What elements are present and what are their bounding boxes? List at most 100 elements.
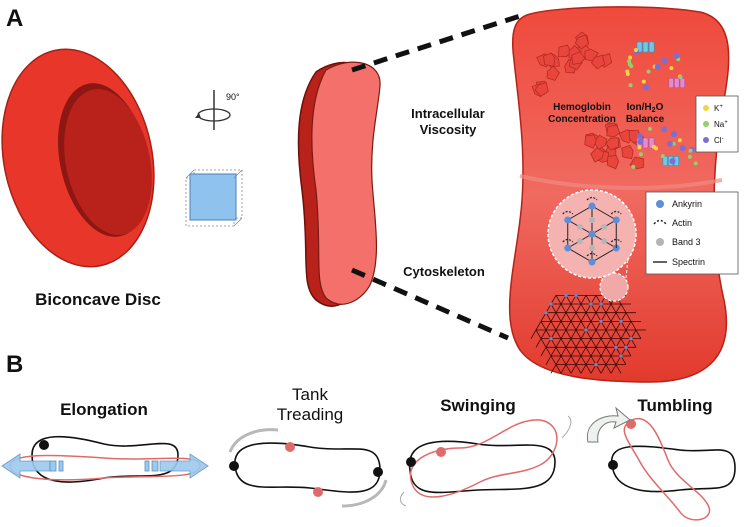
ion-particle [636, 133, 643, 139]
spectrin-segment [530, 329, 546, 339]
ion-particle [629, 64, 634, 69]
panel-a-letter: A [6, 5, 23, 32]
band3-dot [589, 217, 595, 223]
spectrin-segment [570, 364, 586, 374]
spectrin-segment [620, 346, 636, 357]
ion-particle [688, 148, 693, 153]
hemoglobin-molecule-icon [606, 154, 620, 170]
intracellular-label-2: Viscosity [420, 122, 478, 137]
hemoglobin-molecule-icon [558, 44, 572, 58]
ion-particle [660, 154, 665, 159]
spectrin-line [567, 205, 593, 221]
hemoglobin-molecule-icon [606, 124, 621, 138]
ankyrin-dot [564, 293, 568, 297]
elongation-label: Elongation [60, 400, 148, 419]
ankyrin-dot [588, 258, 596, 266]
hemoglobin-molecule-icon [584, 134, 597, 149]
hemoglobin-molecule-icon [590, 147, 605, 163]
ion-particle [669, 158, 676, 165]
spectrin-segment [580, 364, 596, 374]
spectrin-segment [570, 294, 586, 305]
tank-treading-label-2: Treading [277, 405, 343, 424]
hemoglobin-molecule-icon [590, 54, 606, 70]
ankyrin-dot [589, 302, 593, 306]
ion-particle [631, 164, 636, 169]
ankyrin-dot [564, 244, 572, 252]
spectrin-segment [550, 346, 566, 357]
spectrin-segment [590, 346, 606, 357]
rotation-label: 90° [226, 92, 240, 102]
spectrin-segment [555, 303, 571, 313]
ankyrin-dot [588, 230, 596, 238]
ion-balance-label-2: Balance [626, 114, 665, 125]
spectrin-segment [545, 320, 561, 331]
ion-particle [678, 75, 683, 80]
ion-particle [648, 126, 652, 131]
intracellular-label-1: Intracellular [411, 106, 485, 121]
spectrin-segment [590, 312, 606, 322]
hemoglobin-molecule-icon [546, 65, 560, 81]
cytoskeleton-legend: Ankyrin Actin Band 3 Spectrin [645, 191, 739, 275]
actin-arc [586, 196, 598, 201]
ankyrin-dot [588, 202, 596, 210]
ankyrin-dot [612, 216, 620, 224]
spectrin-segment [565, 320, 581, 331]
spectrin-segment [585, 303, 601, 313]
ankyrin-dot [619, 354, 623, 358]
ion-legend-cl: Cl- [714, 136, 724, 145]
spectrin-segment [600, 346, 616, 357]
spectrin-segment [560, 329, 576, 339]
ion-channel-icon [636, 41, 655, 53]
spectrin-segment [590, 329, 606, 339]
spectrin-segment [540, 312, 556, 322]
ankyrin-dot [564, 216, 572, 224]
hemoglobin-label-1: Hemoglobin [553, 102, 611, 113]
spectrin-segment [540, 329, 556, 339]
spectrin-segment [610, 312, 626, 322]
ion-legend-k: K+ [714, 104, 723, 113]
spectrin-segment [535, 338, 551, 348]
ion-legend-na: Na+ [714, 120, 728, 129]
band3-dot [576, 224, 583, 230]
ion-particle [638, 152, 643, 157]
spectrin-segment [600, 312, 616, 322]
spectrin-segment [625, 338, 641, 348]
ion-particle [646, 69, 651, 74]
spectrin-segment [550, 294, 566, 305]
spectrin-segment [605, 320, 621, 331]
ion-particle [627, 59, 632, 64]
spectrin-segment [555, 338, 571, 348]
ion-legend: K+ Na+ Cl- [695, 95, 739, 153]
spectrin-segment [550, 364, 566, 374]
spectrin-segment [615, 320, 631, 331]
actin-arc [610, 210, 622, 215]
spectrin-segment [560, 294, 576, 305]
spectrin-segment [585, 320, 601, 331]
spectrin-segment [615, 338, 631, 348]
band3-dot [589, 245, 595, 251]
ion-particle [641, 79, 646, 84]
ankyrin-dot [599, 302, 603, 306]
ion-particle [687, 154, 692, 159]
spectrin-segment [605, 303, 621, 313]
hemoglobin-molecule-icon [621, 145, 634, 160]
band3-dot [601, 238, 608, 244]
spectrin-segment [575, 303, 591, 313]
ion-particle [693, 161, 698, 166]
spectrin-segment [585, 355, 601, 365]
tank-treading-label-1: Tank [292, 385, 328, 404]
spectrin-segment [620, 312, 636, 322]
tumbling-cell [586, 406, 736, 521]
spectrin-segment [580, 312, 596, 322]
spectrin-segment [545, 355, 561, 365]
spectrin-segment [595, 338, 611, 348]
spectrin-segment [615, 303, 631, 313]
ion-particle [637, 138, 644, 145]
ankyrin-dot [584, 328, 588, 332]
ion-balance-label-1: Ion/H2O [627, 102, 664, 114]
ion-particle [628, 55, 633, 60]
zoom-line-top [351, 13, 521, 73]
ankyrin-dot [574, 293, 578, 297]
actin-arc [586, 252, 598, 257]
spectrin-segment [560, 312, 576, 322]
